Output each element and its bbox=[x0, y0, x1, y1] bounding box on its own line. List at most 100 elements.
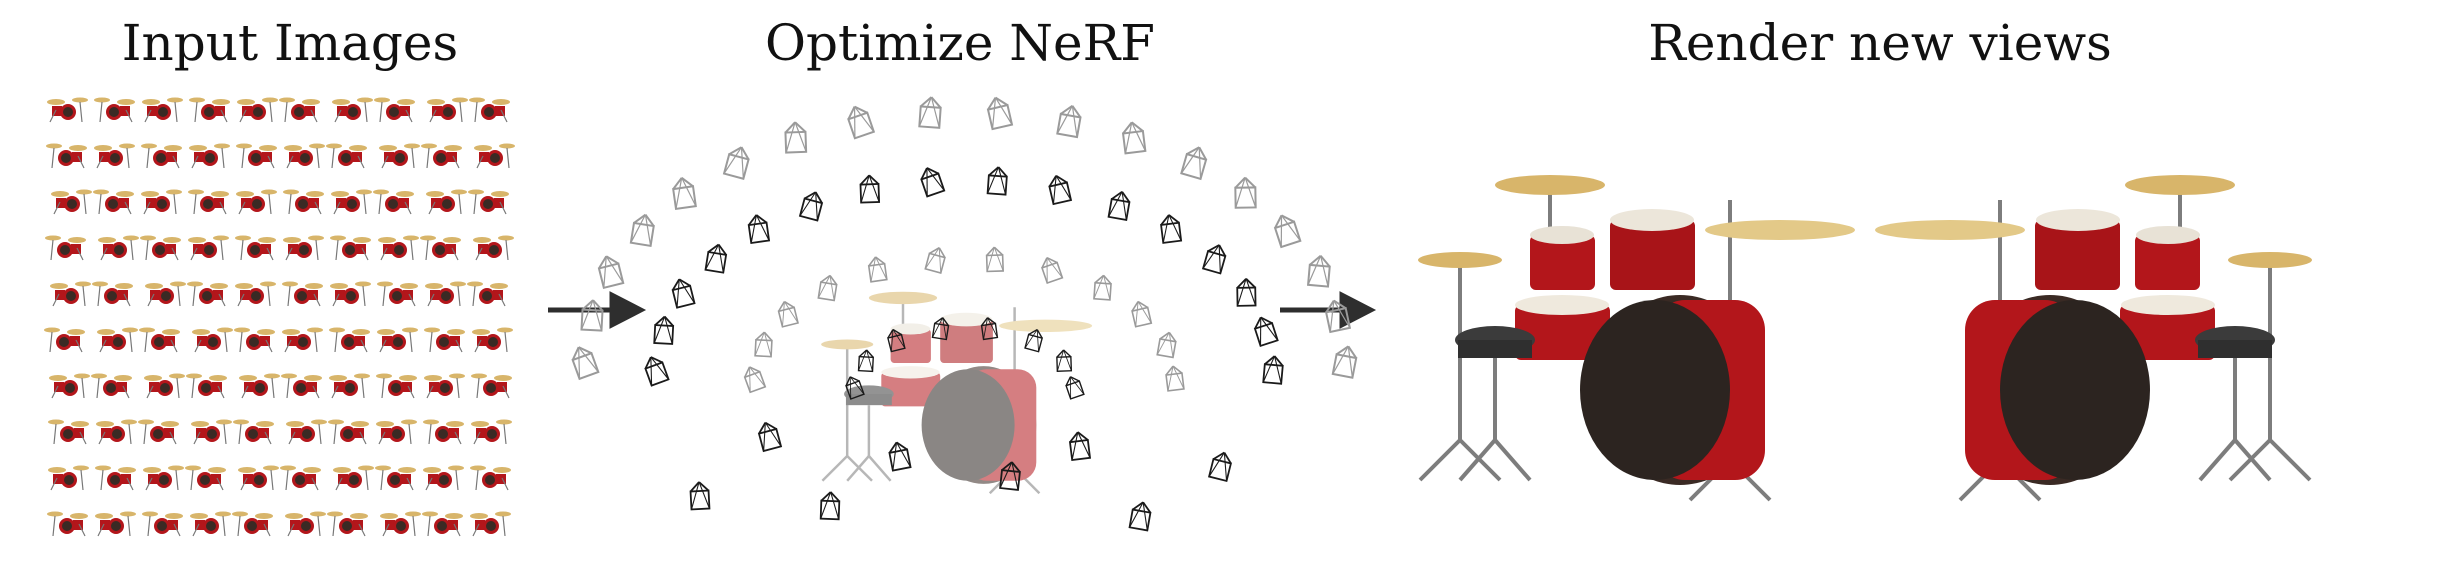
camera-frustum-icon bbox=[924, 244, 948, 274]
input-image-thumbnail bbox=[326, 510, 369, 537]
input-image-thumbnail bbox=[328, 326, 371, 353]
input-image-thumbnail bbox=[279, 464, 322, 491]
input-image-thumbnail bbox=[140, 142, 183, 169]
input-image-thumbnail bbox=[377, 234, 420, 261]
camera-frustum-icon bbox=[985, 246, 1004, 273]
camera-frustum-icon bbox=[568, 342, 600, 380]
input-image-thumbnail bbox=[97, 234, 140, 261]
input-image-thumbnail bbox=[421, 510, 464, 537]
camera-frustum-icon bbox=[799, 188, 826, 222]
input-image-thumbnail bbox=[285, 418, 328, 445]
input-image-thumbnail bbox=[50, 188, 93, 215]
render-new-views-title: Render new views bbox=[1648, 14, 2112, 72]
input-image-thumbnail bbox=[139, 234, 182, 261]
camera-frustum-icon bbox=[755, 419, 782, 452]
input-image-thumbnail bbox=[92, 188, 135, 215]
camera-frustum-icon bbox=[641, 353, 670, 387]
input-image-thumbnail bbox=[91, 280, 134, 307]
input-image-thumbnail bbox=[374, 464, 417, 491]
camera-frustum-icon bbox=[886, 439, 912, 472]
input-image-thumbnail bbox=[142, 464, 185, 491]
input-image-thumbnail bbox=[144, 280, 187, 307]
camera-frustum-icon bbox=[819, 490, 841, 521]
input-image-thumbnail bbox=[422, 418, 465, 445]
input-image-thumbnail bbox=[329, 280, 372, 307]
optimize-nerf-title: Optimize NeRF bbox=[765, 14, 1155, 72]
input-image-thumbnail bbox=[280, 372, 323, 399]
input-image-thumbnail bbox=[284, 510, 327, 537]
camera-frustum-icon bbox=[754, 331, 774, 358]
camera-frustum-icon bbox=[1208, 449, 1234, 482]
input-image-thumbnail bbox=[46, 96, 89, 123]
input-image-thumbnail bbox=[138, 326, 181, 353]
input-image-thumbnail bbox=[422, 464, 465, 491]
input-image-thumbnail bbox=[426, 96, 469, 123]
camera-frustum-icon bbox=[653, 315, 675, 345]
input-image-thumbnail bbox=[141, 96, 184, 123]
camera-frustum-icon bbox=[723, 143, 753, 180]
input-image-thumbnail bbox=[467, 188, 510, 215]
input-image-thumbnail bbox=[90, 372, 133, 399]
camera-frustum-icon bbox=[918, 95, 943, 129]
camera-frustum-icon bbox=[1234, 176, 1257, 209]
camera-frustum-icon bbox=[1159, 212, 1183, 244]
input-image-thumbnail bbox=[187, 188, 230, 215]
input-image-thumbnail bbox=[332, 464, 375, 491]
camera-frustum-icon bbox=[844, 102, 875, 140]
input-image-thumbnail bbox=[423, 326, 466, 353]
input-image-thumbnail bbox=[378, 142, 421, 169]
camera-frustum-icon bbox=[1180, 143, 1210, 180]
camera-frustum-icon bbox=[1063, 373, 1085, 400]
input-image-thumbnail bbox=[372, 188, 415, 215]
camera-frustum-icon bbox=[1236, 277, 1257, 307]
input-image-thumbnail bbox=[185, 372, 228, 399]
input-image-thumbnail bbox=[469, 464, 512, 491]
camera-frustum-icon bbox=[1128, 499, 1153, 532]
input-image-thumbnail bbox=[44, 234, 87, 261]
input-images-title: Input Images bbox=[121, 14, 459, 72]
camera-frustum-icon bbox=[1331, 343, 1360, 379]
input-image-thumbnail bbox=[472, 234, 515, 261]
input-image-thumbnail bbox=[191, 326, 234, 353]
input-image-thumbnail bbox=[375, 372, 418, 399]
input-image-thumbnail bbox=[143, 372, 186, 399]
input-image-thumbnail bbox=[379, 510, 422, 537]
camera-frustum-icon bbox=[1129, 298, 1153, 328]
input-image-thumbnail bbox=[141, 510, 184, 537]
input-image-thumbnail bbox=[327, 418, 370, 445]
input-image-thumbnail bbox=[234, 280, 277, 307]
input-image-thumbnail bbox=[420, 142, 463, 169]
input-image-thumbnail bbox=[466, 280, 509, 307]
input-image-thumbnail bbox=[424, 280, 467, 307]
camera-frustum-icon bbox=[986, 165, 1009, 196]
input-image-thumbnail bbox=[373, 96, 416, 123]
camera-frustum-icon bbox=[746, 212, 770, 244]
input-image-thumbnail bbox=[423, 372, 466, 399]
camera-frustum-icon bbox=[1055, 349, 1073, 372]
input-image-thumbnail bbox=[425, 188, 468, 215]
camera-frustum-icon bbox=[669, 276, 696, 309]
input-image-thumbnail bbox=[470, 372, 513, 399]
camera-frustum-icon bbox=[1056, 103, 1084, 139]
rendered-view-right bbox=[1873, 173, 2314, 502]
camera-frustum-icon bbox=[629, 212, 657, 247]
input-image-thumbnail bbox=[188, 142, 231, 169]
camera-frustum-icon bbox=[704, 242, 729, 274]
rendered-view-left bbox=[1416, 173, 1857, 502]
camera-frustum-icon bbox=[1202, 241, 1229, 275]
camera-frustum-icon bbox=[817, 273, 839, 302]
input-image-thumbnail bbox=[49, 280, 92, 307]
camera-frustum-icon bbox=[1038, 254, 1064, 284]
input-image-thumbnail bbox=[48, 372, 91, 399]
input-image-thumbnail bbox=[188, 96, 231, 123]
camera-frustum-icon bbox=[1307, 253, 1332, 288]
camera-frustum-icon bbox=[866, 255, 888, 283]
input-image-thumbnail bbox=[95, 418, 138, 445]
input-image-thumbnail bbox=[140, 188, 183, 215]
input-image-thumbnail bbox=[232, 418, 275, 445]
input-image-thumbnail bbox=[235, 142, 278, 169]
input-image-thumbnail bbox=[93, 96, 136, 123]
camera-frustum-icon bbox=[859, 174, 881, 204]
input-image-thumbnail bbox=[190, 418, 233, 445]
input-image-thumbnail bbox=[278, 96, 321, 123]
